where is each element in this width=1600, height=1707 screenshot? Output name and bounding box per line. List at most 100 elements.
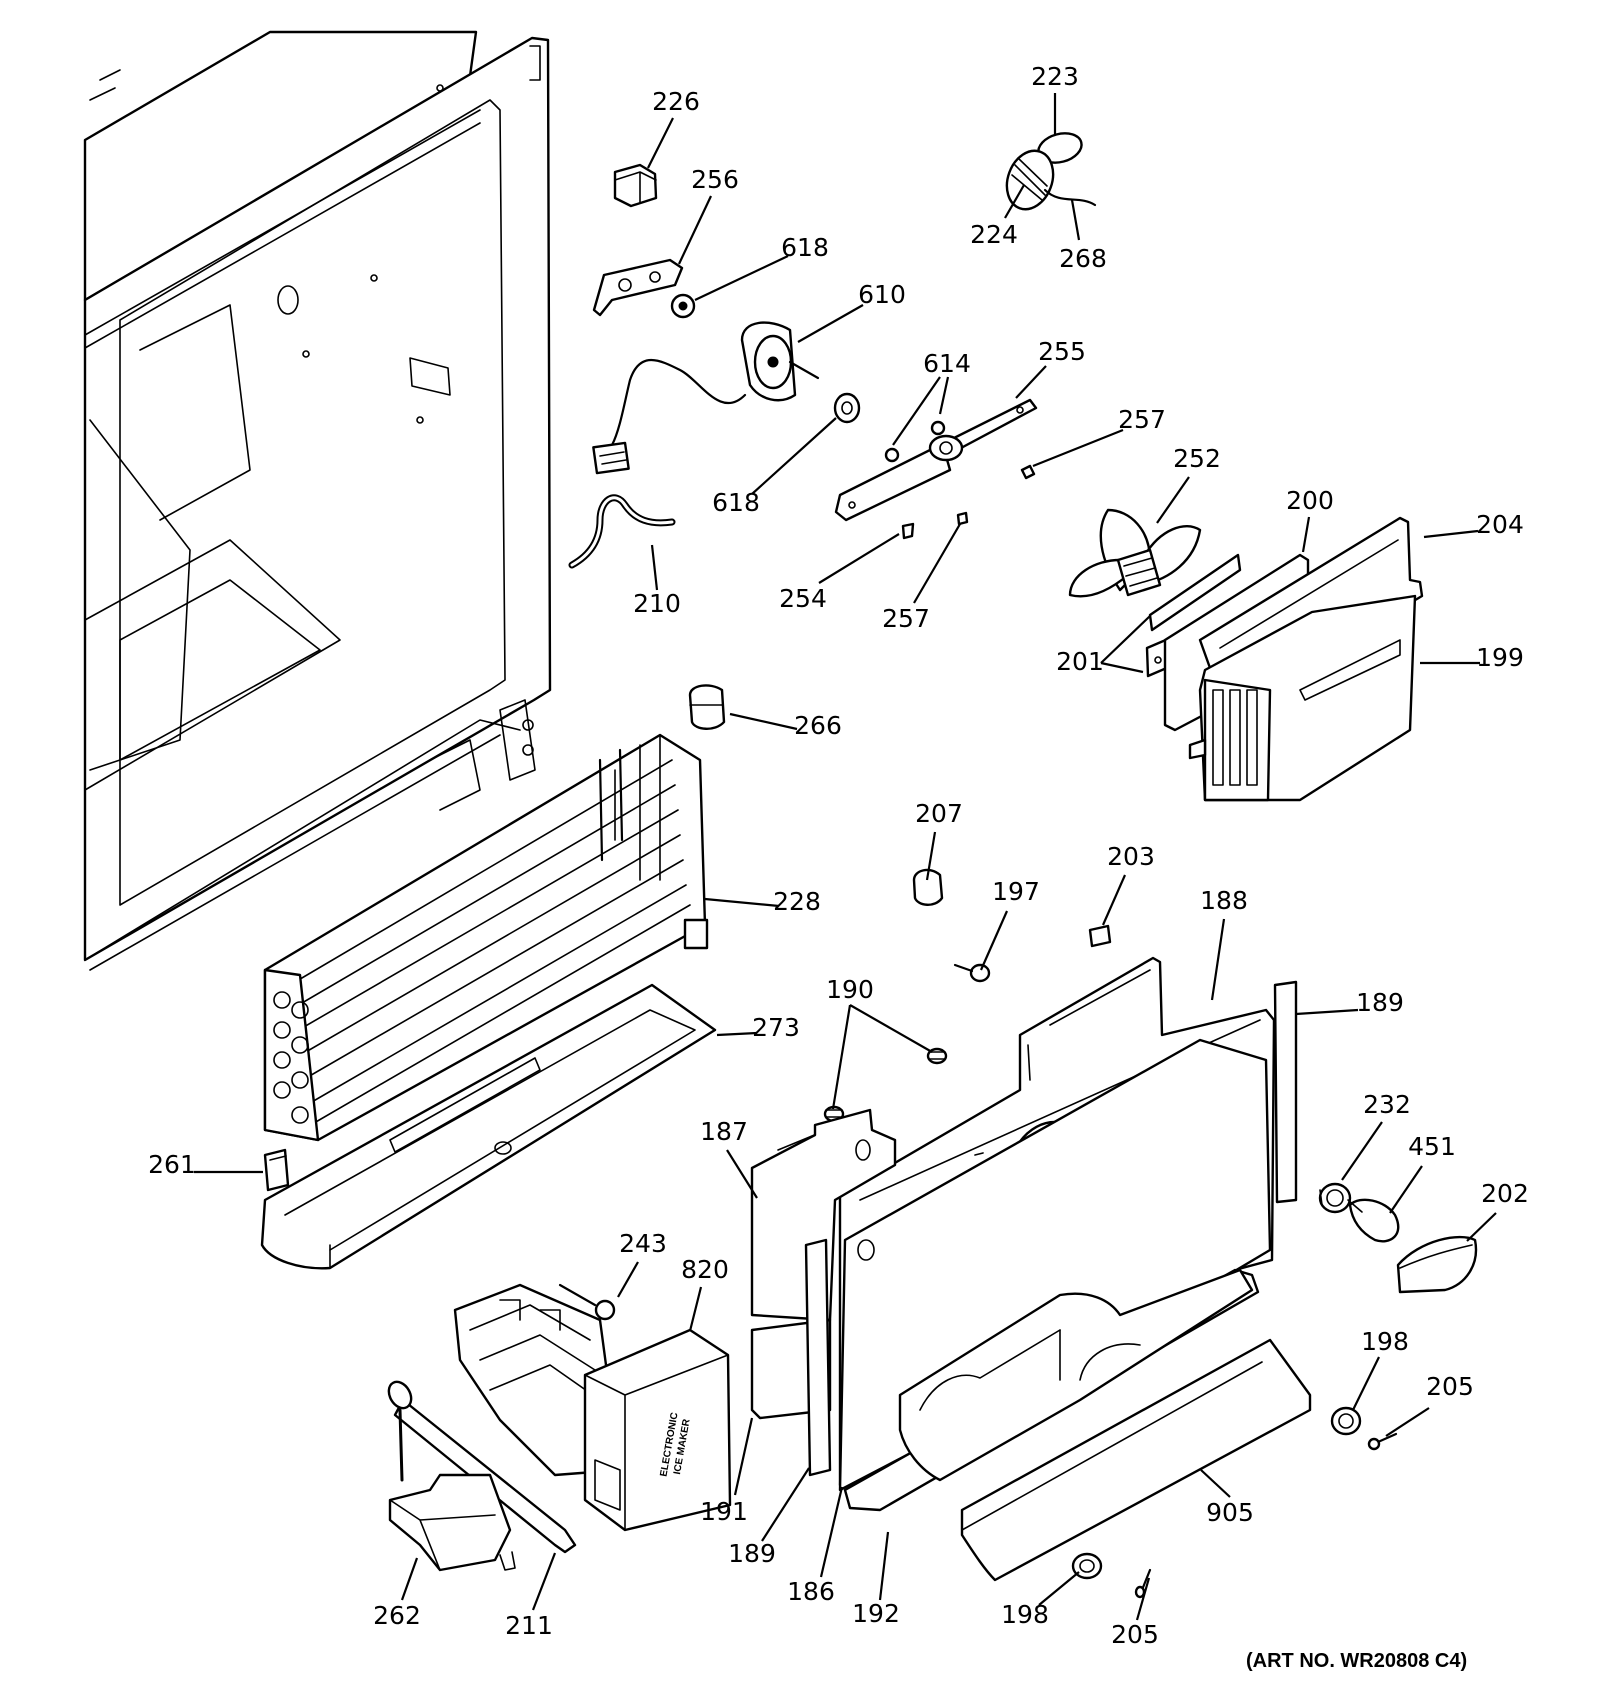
part-451-bulb: [1347, 1198, 1400, 1243]
callout-198: 198: [1001, 1600, 1049, 1629]
part-205-screw-bottom: [1134, 1568, 1152, 1599]
leader-line-c905: [1200, 1469, 1231, 1498]
callout-186: 186: [787, 1577, 835, 1606]
callout-905: 905: [1206, 1498, 1254, 1527]
part-226-connector: [613, 163, 658, 208]
part-198-cap-bottom: [1071, 1552, 1103, 1580]
callout-614: 614: [923, 349, 971, 378]
callout-201: 201: [1056, 647, 1104, 676]
part-266-thermostat: [688, 684, 726, 730]
leader-line-c207: [925, 831, 937, 881]
leader-line-c197: [979, 910, 1009, 971]
leader-line-c226: [647, 117, 674, 169]
leader-line-c202: [1466, 1212, 1497, 1242]
part-197-screw: [953, 963, 991, 983]
part-199-cover: [1188, 594, 1417, 802]
callout-268: 268: [1059, 244, 1107, 273]
callout-197: 197: [992, 877, 1040, 906]
callout-243: 243: [619, 1229, 667, 1258]
callout-228: 228: [773, 887, 821, 916]
callout-226: 226: [652, 87, 700, 116]
leader-line-c210: [650, 544, 659, 591]
callout-618: 618: [712, 488, 760, 517]
leader-line-c203: [1101, 874, 1127, 926]
callout-257: 257: [882, 604, 930, 633]
callout-211: 211: [505, 1611, 553, 1640]
leader-line-c189a: [1295, 1008, 1359, 1016]
leader-line-c224: [1004, 184, 1025, 219]
leader-line-c256: [678, 195, 712, 265]
callout-202: 202: [1481, 1179, 1529, 1208]
part-262-ice-bucket: [388, 1473, 516, 1572]
callout-205: 205: [1111, 1620, 1159, 1649]
callout-190: 190: [826, 975, 874, 1004]
part-205-screw-right: [1367, 1432, 1398, 1451]
leader-line-c198a: [1352, 1356, 1380, 1411]
part-228-evaporator: [263, 733, 709, 1142]
callout-224: 224: [970, 220, 1018, 249]
part-203-clip: [1088, 924, 1112, 948]
callout-188: 188: [1200, 886, 1248, 915]
part-255-motor-bracket: [834, 398, 1038, 522]
callout-610: 610: [858, 280, 906, 309]
part-261-clip: [263, 1148, 290, 1192]
leader-line-c186: [819, 1486, 844, 1578]
part-614-grommets: [884, 420, 946, 463]
leader-line-c188: [1210, 918, 1226, 1001]
callout-232: 232: [1363, 1090, 1411, 1119]
leader-line-c610: [797, 304, 864, 343]
leader-line-c614b: [938, 376, 950, 415]
leader-line-c257b: [913, 523, 961, 604]
part-210-tube: [568, 494, 676, 569]
part-207-knob: [912, 868, 944, 906]
part-905-cover-strip: [960, 1338, 1312, 1582]
callout-266: 266: [794, 711, 842, 740]
callout-192: 192: [852, 1599, 900, 1628]
leader-line-c191: [733, 1417, 754, 1496]
callout-262: 262: [373, 1601, 421, 1630]
callout-204: 204: [1476, 510, 1524, 539]
part-257-screws: [956, 464, 1036, 526]
part-189-strip-right: [1273, 980, 1298, 1204]
leader-line-c451: [1389, 1165, 1423, 1214]
leader-line-c614: [892, 376, 941, 446]
part-190-grommets: [823, 1047, 948, 1123]
leader-line-c189b: [761, 1467, 810, 1542]
leader-line-c255: [1015, 365, 1047, 399]
art-number: (ART NO. WR20808 C4): [1246, 1650, 1468, 1672]
callout-200: 200: [1286, 486, 1334, 515]
callout-451: 451: [1408, 1132, 1456, 1161]
part-618-grommet-top: [670, 293, 696, 319]
leader-line-c192: [878, 1531, 890, 1601]
callout-199: 199: [1476, 643, 1524, 672]
part-243-screw: [558, 1283, 616, 1321]
leader-line-c257a: [1032, 428, 1124, 468]
callout-618: 618: [781, 233, 829, 262]
freezer-cabinet-liner: [83, 30, 552, 971]
callout-255: 255: [1038, 337, 1086, 366]
leader-line-c252: [1156, 476, 1190, 524]
part-232-socket: [1318, 1182, 1352, 1214]
leader-line-c232: [1341, 1121, 1383, 1181]
leader-line-c200: [1301, 516, 1311, 553]
callout-261: 261: [148, 1150, 196, 1179]
leader-line-c190b: [849, 1004, 933, 1053]
leader-line-c254: [818, 533, 900, 584]
part-273-drain-pan: [260, 983, 717, 1270]
leader-line-c228: [704, 897, 780, 908]
callout-207: 207: [915, 799, 963, 828]
callout-820: 820: [681, 1255, 729, 1284]
callout-273: 273: [752, 1013, 800, 1042]
callout-191: 191: [700, 1497, 748, 1526]
leader-line-c205a: [1385, 1407, 1430, 1437]
leader-line-c204: [1423, 529, 1479, 539]
part-610-fan-motor: [592, 321, 820, 475]
callout-210: 210: [633, 589, 681, 618]
part-618-grommet-lower: [833, 392, 861, 424]
callout-254: 254: [779, 584, 827, 613]
callout-203: 203: [1107, 842, 1155, 871]
callout-256: 256: [691, 165, 739, 194]
leader-line-c190: [831, 1004, 852, 1110]
leader-line-c201: [1100, 615, 1151, 664]
